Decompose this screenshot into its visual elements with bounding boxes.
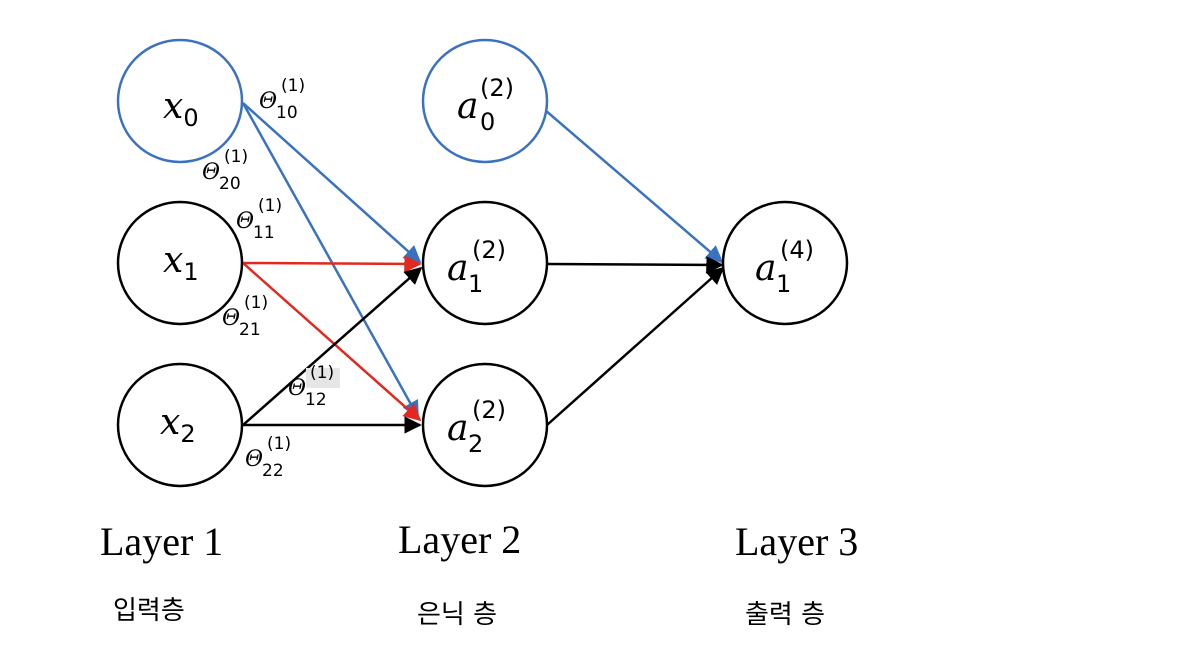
label-x2: x2 — [160, 402, 196, 448]
label-a2: a2(2) — [447, 396, 506, 458]
layer-2-title: Layer 2 — [398, 517, 522, 562]
edge-x1-a1 — [242, 255, 422, 273]
edges — [241, 102, 725, 434]
layer-1-title: Layer 1 — [100, 519, 224, 564]
edge-x1-a2 — [242, 262, 422, 422]
weight-label-theta22: Θ22(1) — [245, 434, 291, 481]
weight-label-theta21: Θ21(1) — [222, 293, 268, 340]
label-a0: a0(2) — [457, 74, 514, 136]
node-a2 — [421, 362, 549, 488]
theta12-highlight — [306, 368, 340, 388]
edge-x2-a1 — [242, 266, 423, 426]
edge-x0-a1 — [242, 102, 422, 264]
edge-a0-out — [544, 109, 724, 264]
weight-label-theta12: Θ12(1) — [288, 363, 334, 410]
edge-a1-out — [546, 256, 724, 274]
edge-a2-out — [546, 266, 725, 426]
node-x2 — [116, 362, 244, 488]
layer-1-subtitle: 입력층 — [113, 596, 185, 626]
weight-label-theta10: Θ10(1) — [259, 76, 305, 123]
layer-3-title: Layer 3 — [735, 519, 859, 564]
weight-label-theta11: Θ11(1) — [236, 196, 282, 243]
layer-2-subtitle: 은닉 층 — [417, 600, 498, 630]
label-out: a1(4) — [755, 236, 814, 298]
edge-x0-a2 — [241, 102, 420, 419]
weight-label-theta20: Θ20(1) — [202, 147, 248, 194]
label-a1: a1(2) — [447, 236, 506, 298]
node-x1 — [116, 200, 244, 326]
nodes — [116, 38, 849, 488]
node-x0 — [116, 38, 244, 164]
label-x1: x1 — [163, 240, 199, 286]
layer-3-subtitle: 출력 층 — [745, 600, 826, 630]
label-x0: x0 — [163, 86, 199, 132]
node-a0 — [421, 38, 549, 164]
node-a1 — [421, 200, 549, 326]
node-out — [721, 200, 849, 326]
